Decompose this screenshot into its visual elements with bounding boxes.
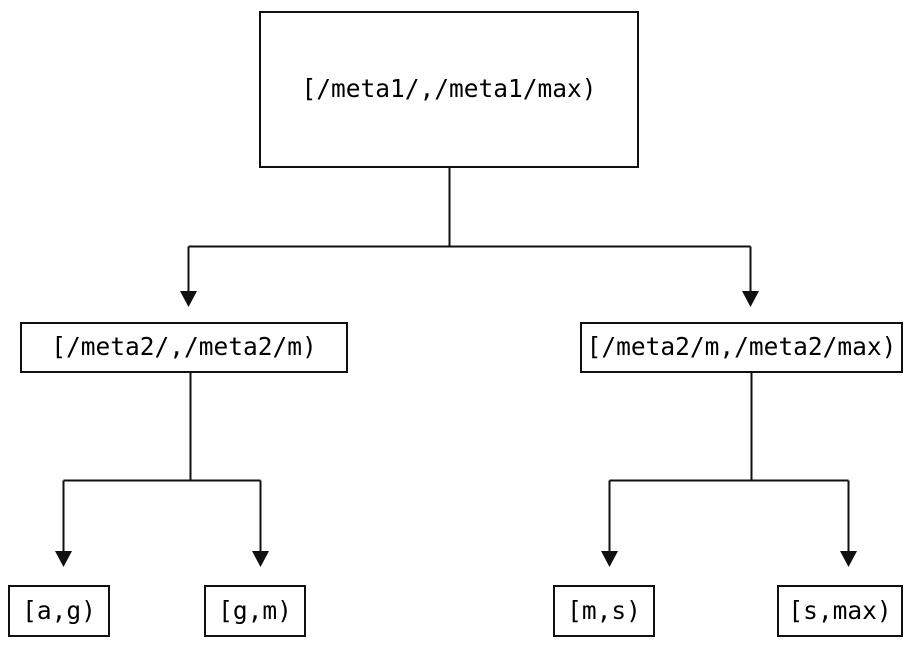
arrowhead-to-leaf-2 (252, 551, 269, 567)
arrowhead-to-left-mid (180, 291, 197, 307)
node-level2-right[interactable]: [/meta2/m,/meta2/max) (580, 322, 903, 373)
node-leaf-4[interactable]: [s,max) (777, 585, 903, 637)
node-level2-left-label: [/meta2/,/meta2/m) (51, 332, 317, 362)
node-root-label: [/meta1/,/meta1/max) (301, 74, 597, 104)
node-leaf-3[interactable]: [m,s) (553, 585, 655, 637)
node-level2-right-label: [/meta2/m,/meta2/max) (586, 332, 897, 362)
node-leaf-2-label: [g,m) (218, 595, 292, 625)
node-leaf-1[interactable]: [a,g) (8, 585, 110, 637)
arrowhead-to-leaf-3 (601, 551, 618, 567)
node-leaf-1-label: [a,g) (22, 595, 96, 625)
node-leaf-2[interactable]: [g,m) (204, 585, 306, 637)
node-leaf-4-label: [s,max) (788, 595, 892, 625)
arrowhead-to-leaf-4 (840, 551, 857, 567)
node-level2-left[interactable]: [/meta2/,/meta2/m) (20, 322, 348, 373)
node-root[interactable]: [/meta1/,/meta1/max) (259, 11, 639, 168)
arrowhead-to-right-mid (742, 291, 759, 307)
node-leaf-3-label: [m,s) (567, 595, 641, 625)
arrowhead-to-leaf-1 (55, 551, 72, 567)
